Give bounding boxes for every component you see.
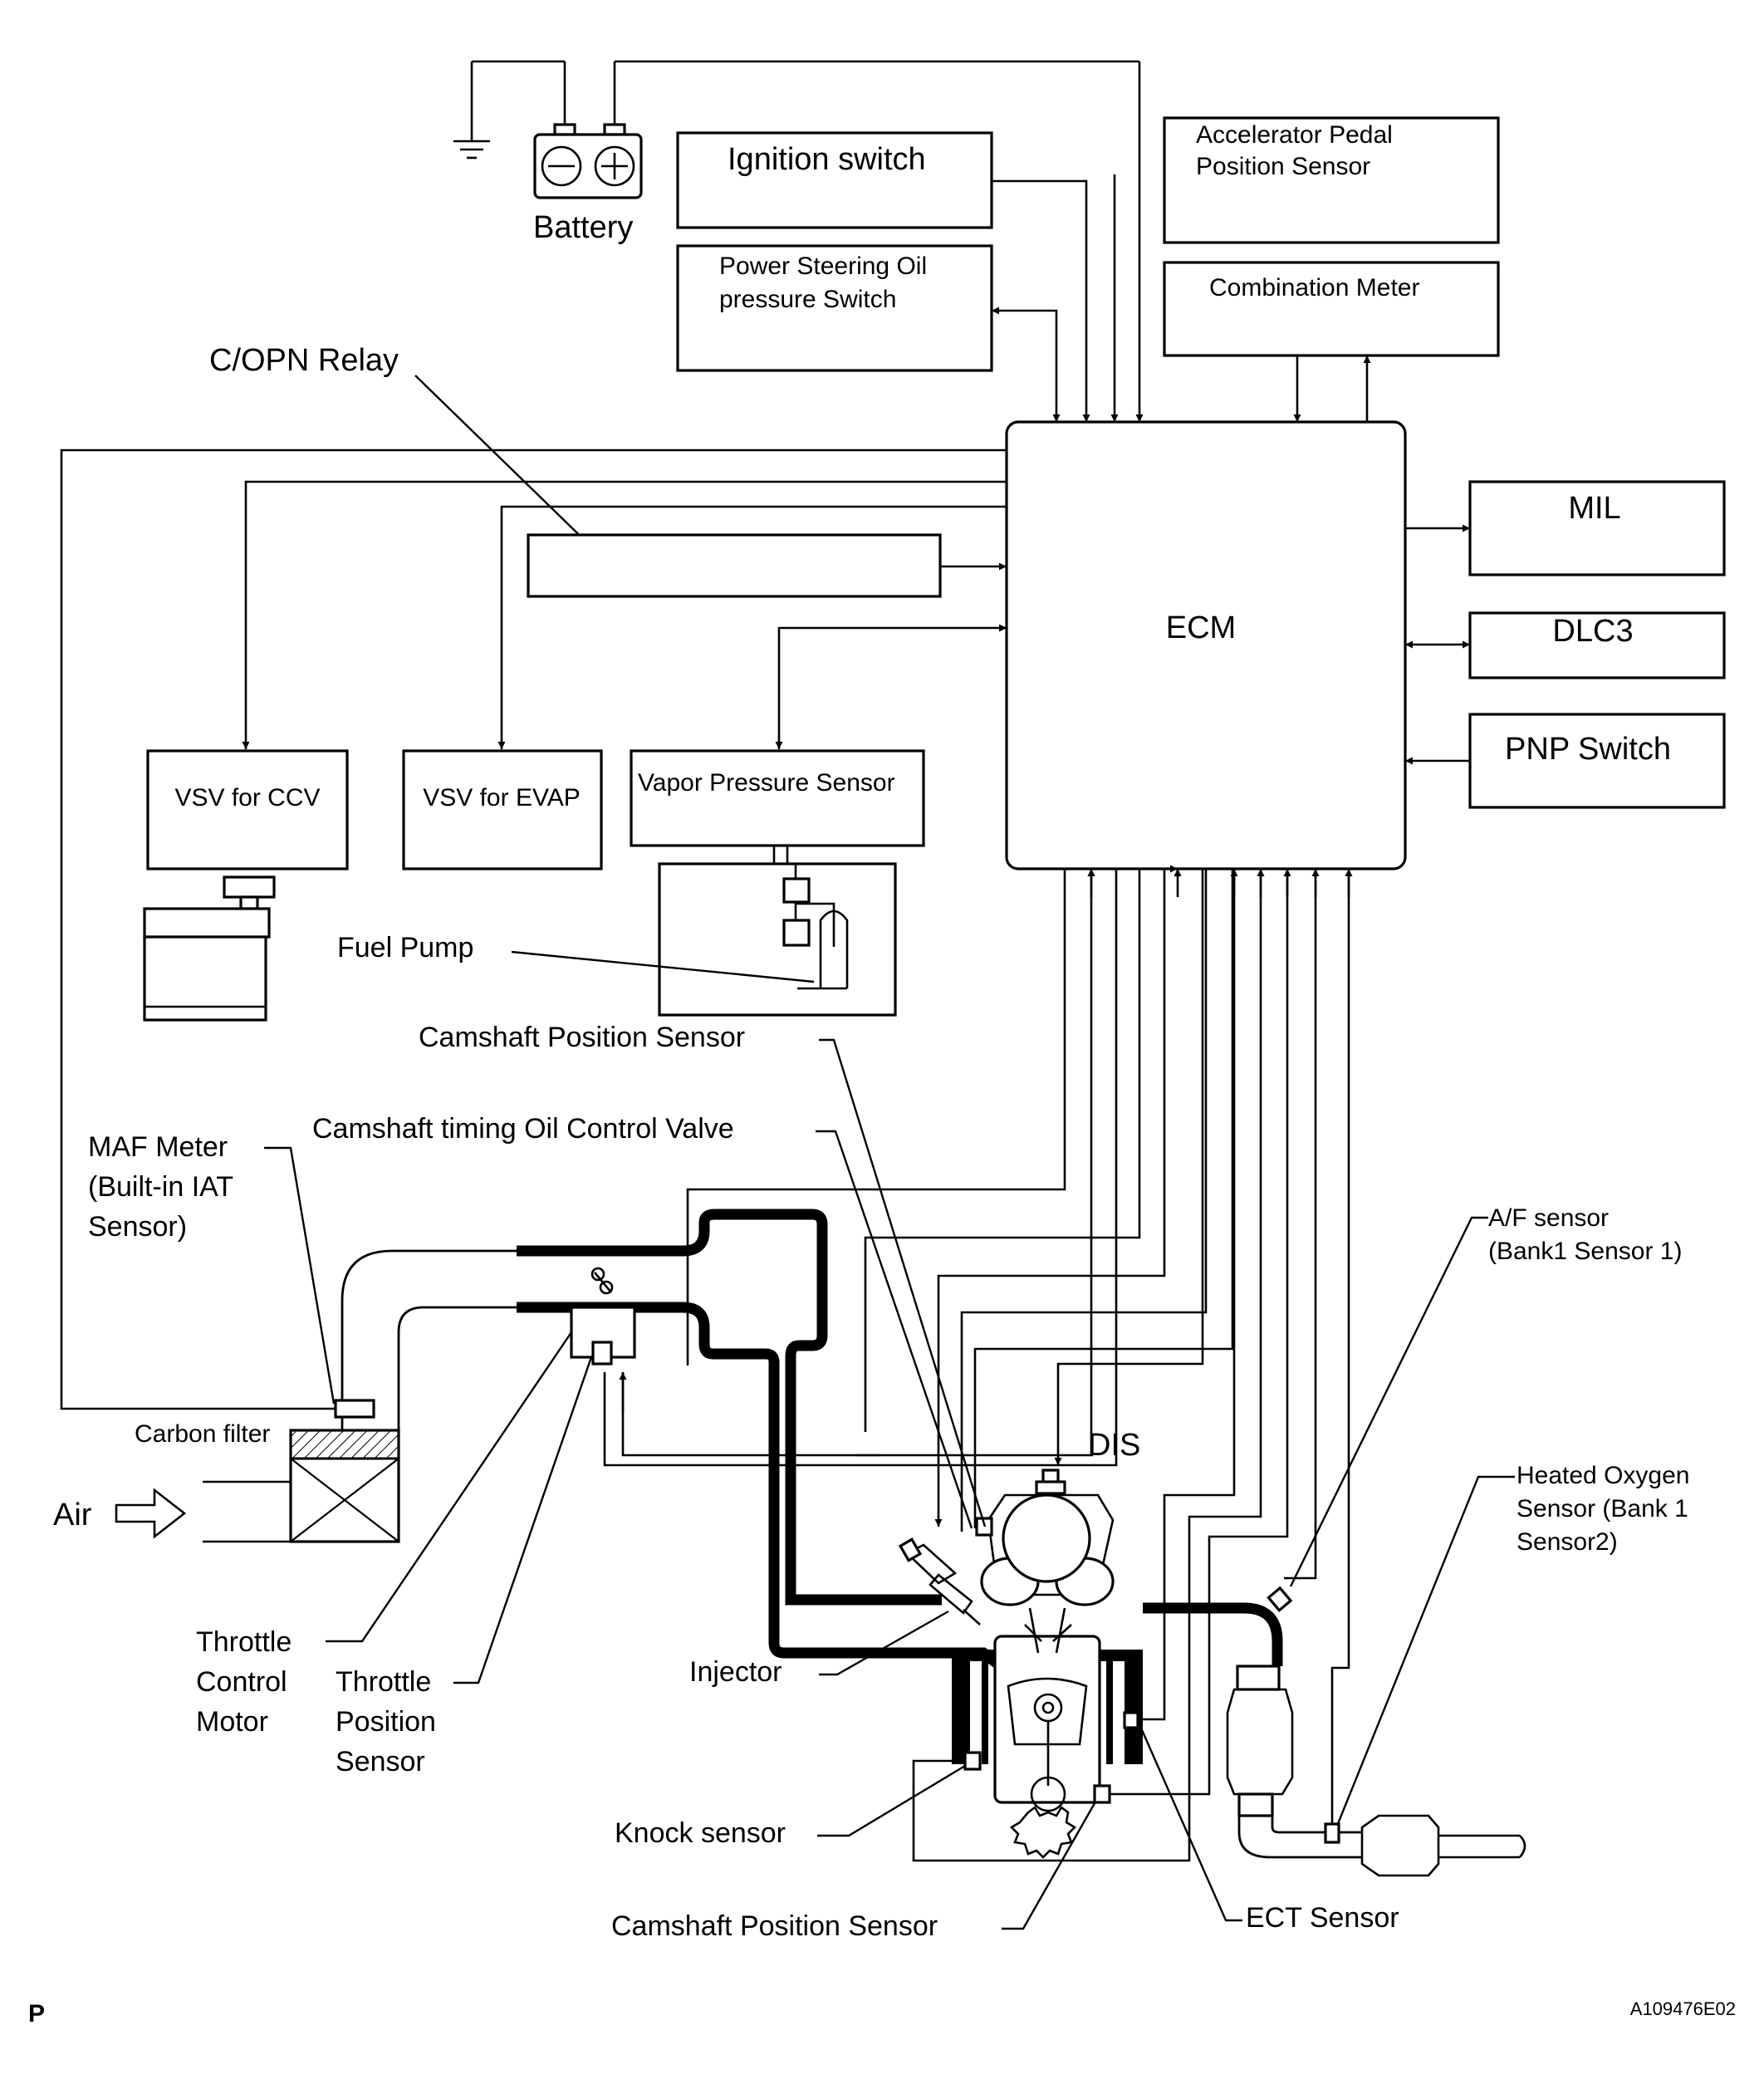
dis-label: DIS (1088, 1428, 1140, 1463)
carbon-filter-label: Carbon filter (135, 1420, 270, 1448)
top-signal-wires (992, 61, 1371, 422)
maf-label-line1: MAF Meter (88, 1131, 228, 1163)
air-flow-arrow (115, 1488, 187, 1539)
fuel-pump-label: Fuel Pump (337, 932, 473, 963)
figure-code: A109476E02 (1630, 1998, 1736, 2019)
mil-label: MIL (1568, 491, 1620, 526)
accelerator-pedal-label-line2: Position Sensor (1196, 153, 1370, 180)
vsv-ccv-box (146, 749, 349, 870)
heated-oxygen-sensor-label-line3: Sensor2) (1517, 1528, 1618, 1556)
throttle-position-sensor-label-line3: Sensor (336, 1746, 425, 1777)
engine-cross-section (952, 1469, 1143, 1859)
battery-label: Battery (533, 210, 633, 245)
dlc3-box (1468, 611, 1726, 679)
injector-label: Injector (689, 1656, 782, 1688)
maf-leader (264, 1146, 336, 1405)
ect-sensor-leader (1138, 1724, 1242, 1922)
af-sensor-label-line1: A/F sensor (1488, 1204, 1609, 1232)
fuel-tank (658, 846, 897, 1017)
ect-sensor-label: ECT Sensor (1246, 1902, 1399, 1934)
intake-manifold (517, 1209, 1008, 1674)
exhaust-system (1143, 1586, 1526, 1877)
vapor-pressure-sensor-label: Vapor Pressure Sensor (638, 769, 895, 797)
pnp-switch-label: PNP Switch (1505, 732, 1671, 767)
combination-meter-box (1163, 261, 1500, 357)
charcoal-canister (143, 875, 276, 1022)
maf-label-line3: Sensor) (88, 1211, 187, 1243)
ecm-label: ECM (1166, 610, 1236, 645)
page-letter: P (28, 2000, 45, 2028)
ignition-switch-label: Ignition switch (728, 142, 926, 177)
copn-relay-label: C/OPN Relay (209, 343, 399, 378)
camshaft-position-sensor-top-leader (819, 1038, 987, 1527)
knock-sensor-label: Knock sensor (615, 1817, 786, 1849)
copn-relay-leader (414, 375, 600, 556)
combination-meter-label: Combination Meter (1209, 274, 1419, 302)
af-sensor-label-line2: (Bank1 Sensor 1) (1488, 1238, 1682, 1265)
dlc3-label: DLC3 (1552, 614, 1633, 649)
heated-oxygen-sensor-leader (1335, 1475, 1515, 1826)
cam-timing-ocv-label: Camshaft timing Oil Control Valve (312, 1113, 734, 1145)
copn-relay-box (527, 533, 942, 598)
intake-hose (334, 1249, 520, 1430)
ignition-switch-box (676, 131, 993, 229)
ect-sensor-symbol (1123, 1711, 1139, 1729)
ecm-left-wires (60, 449, 1007, 1410)
accelerator-pedal-label-line1: Accelerator Pedal (1196, 121, 1393, 149)
camshaft-position-sensor-bottom-leader (1002, 1797, 1100, 1930)
cam-timing-ocv-leader (816, 1130, 973, 1529)
af-sensor-leader (1289, 1216, 1488, 1587)
vsv-ccv-label: VSV for CCV (174, 784, 320, 811)
ecm-box (1005, 420, 1407, 870)
camshaft-position-sensor-symbol (1093, 1784, 1111, 1804)
vsv-evap-label: VSV for EVAP (423, 784, 581, 811)
injector-leader (819, 1610, 949, 1676)
injector-symbol (898, 1537, 981, 1625)
knock-sensor-leader (817, 1764, 966, 1837)
ecm-input-arrows (619, 869, 1353, 1412)
heated-oxygen-sensor-label-line1: Heated Oxygen (1517, 1462, 1689, 1489)
accelerator-pedal-position-sensor-box (1163, 116, 1500, 244)
throttle-position-sensor-leader (453, 1356, 593, 1684)
camshaft-position-sensor-top-label: Camshaft Position Sensor (419, 1022, 745, 1053)
pnp-switch-box (1468, 713, 1726, 809)
power-steering-label-line2: pressure Switch (719, 286, 896, 313)
throttle-control-motor-leader (326, 1331, 572, 1643)
air-label: Air (53, 1498, 92, 1532)
mil-box (1468, 480, 1726, 576)
throttle-position-sensor-label-line2: Position (336, 1706, 436, 1738)
heated-oxygen-sensor-label-line2: Sensor (Bank 1 (1517, 1495, 1688, 1522)
throttle-control-motor-label-line1: Throttle (196, 1626, 292, 1658)
knock-sensor-symbol (963, 1751, 982, 1771)
vsv-evap-box (402, 749, 603, 870)
power-steering-label-line1: Power Steering Oil (719, 253, 927, 280)
throttle-control-motor-label-line3: Motor (196, 1706, 268, 1738)
maf-label-line2: (Built-in IAT (88, 1171, 233, 1203)
fuel-pump-leader (511, 950, 815, 983)
vapor-pressure-sensor-box (630, 749, 925, 847)
throttle-control-motor-label-line2: Control (196, 1666, 287, 1698)
throttle-position-sensor-label-line1: Throttle (336, 1666, 431, 1698)
air-cleaner (203, 1429, 400, 1543)
battery-symbol (453, 60, 1139, 199)
ecm-bottom-wires (603, 869, 1350, 1862)
camshaft-position-sensor-bottom-label: Camshaft Position Sensor (611, 1910, 938, 1942)
